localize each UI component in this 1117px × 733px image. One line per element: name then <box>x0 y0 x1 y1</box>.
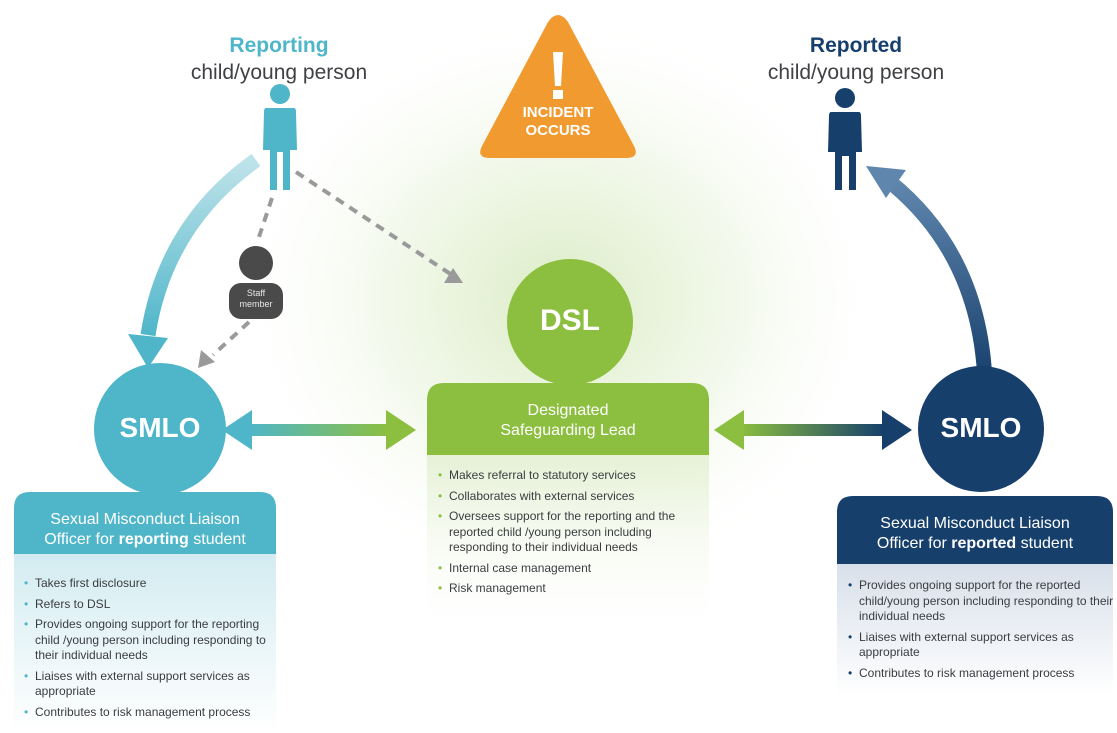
smlo-reported-title: Sexual Misconduct Liaison Officer for re… <box>837 514 1113 554</box>
list-item: •Takes first disclosure <box>24 576 147 590</box>
dsl-responsibilities: •Makes referral to statutory services •C… <box>436 468 706 602</box>
warning-triangle-icon <box>480 15 636 158</box>
incident-line1: INCIDENT <box>522 104 594 121</box>
list-item-text: Oversees support for the reporting and t… <box>449 509 676 554</box>
title-suffix: student <box>1016 535 1074 552</box>
list-item: •Risk management <box>438 581 546 595</box>
list-item-text: Risk management <box>449 581 546 595</box>
smlo-reporting-responsibilities: •Takes first disclosure •Refers to DSL •… <box>22 576 277 725</box>
smlo-reporting-title: Sexual Misconduct Liaison Officer for re… <box>14 510 276 550</box>
dsl-title: Designated Safeguarding Lead <box>427 401 709 441</box>
title-prefix: Officer for <box>44 531 119 548</box>
list-item: •Collaborates with external services <box>438 488 635 503</box>
smlo-reporting-title-line2: Officer for reporting student <box>14 530 276 550</box>
smlo-reported-title-line2: Officer for reported student <box>837 534 1113 554</box>
incident-line2: OCCURS <box>525 122 591 139</box>
reported-person-subtitle: child/young person <box>767 61 945 84</box>
list-item-text: Makes referral to statutory services <box>449 468 636 482</box>
staff-member-icon <box>229 246 283 319</box>
reporting-person-icon <box>263 84 297 190</box>
list-item-text: Liaises with external support services a… <box>859 629 1074 660</box>
list-item-text: Liaises with external support services a… <box>35 668 250 699</box>
right-double-arrow <box>714 410 912 450</box>
dsl-title-line1: Designated <box>527 402 609 419</box>
list-item: •Liaises with external support services … <box>24 668 250 699</box>
list-item-text: Provides ongoing support for the reporte… <box>859 578 1114 623</box>
list-item-text: Provides ongoing support for the reporti… <box>35 617 266 662</box>
list-item: •Contributes to risk management process <box>24 704 251 719</box>
smlo-reported-abbr: SMLO <box>940 412 1022 443</box>
list-item: •Contributes to risk management process <box>848 665 1075 680</box>
title-suffix: student <box>188 531 246 548</box>
smlo-reporting-abbr: SMLO <box>119 412 201 443</box>
dsl-title-line2: Safeguarding Lead <box>500 422 636 439</box>
list-item: •Provides ongoing support for the report… <box>848 578 1114 623</box>
smlo-reported-responsibilities: •Provides ongoing support for the report… <box>846 578 1114 686</box>
list-item-text: Refers to DSL <box>35 596 111 611</box>
list-item: •Oversees support for the reporting and … <box>438 509 676 554</box>
title-emphasis: reporting <box>118 531 189 548</box>
dashed-arrows <box>211 170 454 357</box>
list-item-text: Internal case management <box>449 560 592 575</box>
left-double-arrow <box>222 410 416 450</box>
list-item-text: Contributes to risk management process <box>35 704 251 719</box>
list-item: •Provides ongoing support for the report… <box>24 617 266 662</box>
list-item: •Internal case management <box>438 560 592 575</box>
list-item: •Refers to DSL <box>24 596 111 611</box>
reported-person-icon <box>828 88 862 190</box>
reported-person-title: Reported <box>809 34 903 57</box>
list-item: •Makes referral to statutory services <box>438 468 636 482</box>
reporting-person-subtitle: child/young person <box>190 61 368 84</box>
staff-member-line2: member <box>239 299 273 309</box>
staff-member-line1: Staff <box>246 288 266 298</box>
list-item-text: Contributes to risk management process <box>859 665 1075 680</box>
title-prefix: Officer for <box>876 535 952 552</box>
staff-member-label: Staff member <box>229 288 283 310</box>
smlo-reporting-title-line1: Sexual Misconduct Liaison <box>50 511 240 528</box>
incident-label: INCIDENT OCCURS <box>488 104 628 140</box>
reporting-person-title: Reporting <box>229 34 329 57</box>
list-item: •Liaises with external support services … <box>848 629 1074 660</box>
dsl-abbr: DSL <box>540 304 600 337</box>
list-item-text: Takes first disclosure <box>35 576 147 590</box>
list-item-text: Collaborates with external services <box>449 488 635 503</box>
smlo-reported-title-line1: Sexual Misconduct Liaison <box>880 515 1070 532</box>
title-emphasis: reported <box>951 535 1017 552</box>
